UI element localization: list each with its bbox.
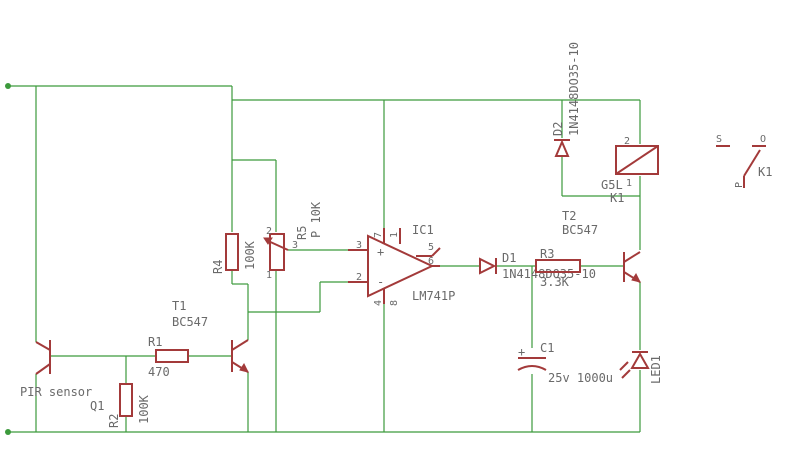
ic1-pin5: 5 — [428, 242, 434, 253]
switch-p: P — [734, 182, 745, 188]
c1-plus: + — [518, 345, 525, 359]
d2-ref: D2 — [551, 122, 565, 136]
led1-ref: LED1 — [649, 355, 663, 384]
switch-o: O — [760, 134, 766, 145]
ic1-minus: - — [377, 275, 384, 289]
d1-ref: D1 — [502, 251, 516, 265]
ic1-pin1: 1 — [389, 232, 400, 238]
t1-ref: T1 — [172, 299, 186, 313]
ic1-plus: + — [377, 245, 384, 259]
terminal-top — [5, 83, 11, 89]
terminal-bottom — [5, 429, 11, 435]
t2-value: BC547 — [562, 223, 598, 237]
relay-pin1: 1 — [626, 178, 632, 189]
pir-sensor-q1 — [35, 340, 51, 375]
q1-value: PIR sensor — [20, 385, 92, 399]
resistor-r4 — [225, 233, 239, 271]
r1-value: 470 — [148, 365, 170, 379]
ic1-pin8: 8 — [389, 300, 400, 306]
c1-ref: C1 — [540, 341, 554, 355]
resistor-r2 — [119, 383, 133, 417]
relay-coil — [615, 145, 659, 175]
opamp-ic1 — [348, 228, 441, 304]
r3-ref: R3 — [540, 247, 554, 261]
r5-pin2: 2 — [266, 226, 272, 237]
transistor-t2 — [623, 251, 641, 283]
r2-value: 100K — [137, 394, 151, 424]
diode-d1 — [479, 257, 497, 275]
d2-value: 1N4148DO35-10 — [567, 42, 581, 136]
diode-d2 — [554, 139, 570, 157]
ic1-pin4: 4 — [373, 300, 384, 306]
capacitor-c1 — [517, 357, 547, 371]
relay-pin2: 2 — [624, 136, 630, 147]
resistor-r1 — [155, 349, 189, 363]
t2-ref: T2 — [562, 209, 576, 223]
r3-value: 3.3K — [540, 275, 570, 289]
r5-pin3: 3 — [292, 240, 298, 251]
ic1-pin2: 2 — [356, 272, 362, 283]
r1-ref: R1 — [148, 335, 162, 349]
d1-value: 1N4148DO35-10 — [502, 267, 596, 281]
c1-value: 25v 1000u — [548, 371, 613, 385]
ic1-pin7: 7 — [373, 232, 384, 238]
r5-pin1: 1 — [266, 270, 272, 281]
ic1-pin3: 3 — [356, 240, 362, 251]
relay-switch — [716, 145, 766, 188]
t1-value: BC547 — [172, 315, 208, 329]
switch-ref: K1 — [758, 165, 772, 179]
r5-ref: R5 — [295, 226, 309, 240]
r4-ref: R4 — [211, 260, 225, 274]
transistor-t1 — [231, 339, 249, 373]
ic1-value: LM741P — [412, 289, 455, 303]
led-led1 — [619, 351, 650, 379]
r2-ref: R2 — [107, 414, 121, 428]
relay-ref: K1 — [610, 191, 624, 205]
q1-ref: Q1 — [90, 399, 104, 413]
relay-value: G5L — [601, 178, 623, 192]
r4-value: 100K — [243, 240, 257, 270]
r5-value: P 10K — [309, 201, 323, 238]
potentiometer-r5 — [263, 233, 289, 271]
resistor-r3 — [535, 259, 581, 273]
ic1-ref: IC1 — [412, 223, 434, 237]
ic1-pin6: 6 — [428, 256, 434, 267]
switch-s: S — [716, 134, 722, 145]
